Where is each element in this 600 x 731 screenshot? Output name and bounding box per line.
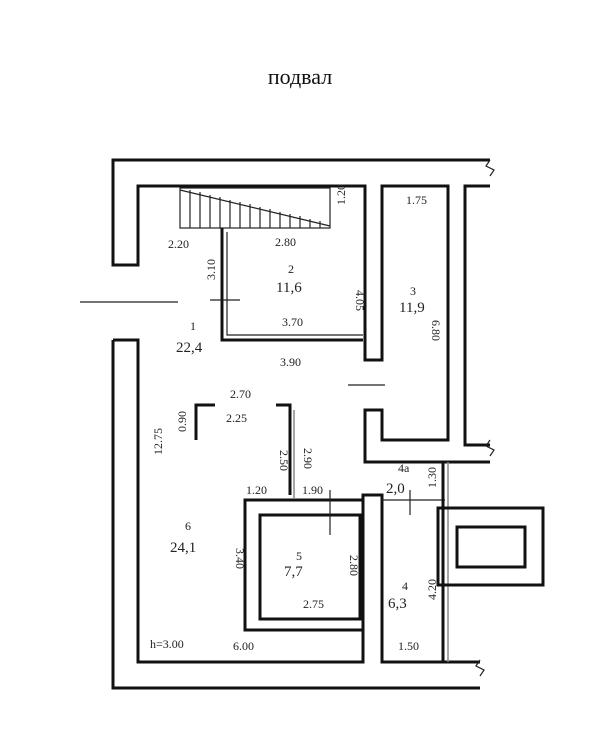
dim-room2-width: 3.70 (282, 315, 303, 329)
room-1-number: 1 (190, 319, 196, 333)
room-4a-area: 2,0 (386, 481, 405, 497)
dim-mid-b: 2.90 (301, 448, 315, 469)
room-6-number: 6 (185, 519, 191, 533)
dim-col-span: 2.70 (230, 387, 251, 401)
dim-room3-height: 6.80 (429, 320, 443, 341)
dim-stair-height: 1.20 (334, 184, 348, 205)
doors (80, 301, 385, 386)
dim-room5-top-right: 1.90 (302, 483, 323, 497)
room-labels: 1 22,4 2 11,6 3 11,9 4 6,3 5 7,7 6 24,1 … (170, 262, 425, 612)
dim-stair-right: 2.80 (275, 235, 296, 249)
dim-bottom-width: 6.00 (233, 639, 254, 653)
room-2-walls (210, 228, 363, 342)
stairs (179, 187, 331, 229)
room-4-number: 4 (402, 579, 408, 593)
columns (194, 403, 295, 498)
room-4a-number: 4a (398, 461, 410, 475)
dim-mid-a: 2.50 (277, 450, 291, 471)
dim-room5-bottom: 2.75 (303, 597, 324, 611)
room-3-number: 3 (410, 284, 416, 298)
room-2-area: 11,6 (276, 280, 302, 296)
dim-left-total: 12.75 (151, 428, 165, 455)
dim-room4a-height: 1.30 (425, 467, 439, 488)
room-1-area: 22,4 (176, 340, 203, 356)
dim-room3-top: 1.75 (406, 193, 427, 207)
dimension-labels: 2.20 2.80 1.20 3.10 3.70 4.05 3.90 1.75 … (150, 184, 443, 653)
dim-room1-bottom: 3.90 (280, 355, 301, 369)
dim-stair-left: 2.20 (168, 237, 189, 251)
dim-col-gap: 2.25 (226, 411, 247, 425)
dim-room5-top-left: 1.20 (246, 483, 267, 497)
chimney (436, 506, 545, 587)
dim-room4-height: 4.20 (425, 579, 439, 600)
room-3-area: 11,9 (399, 300, 425, 316)
dim-room2-height: 3.10 (204, 259, 218, 280)
room-4-walls (441, 462, 449, 662)
ceiling-height-label: h=3.00 (150, 637, 184, 651)
dim-room4-bottom: 1.50 (398, 639, 419, 653)
room-5-number: 5 (296, 549, 302, 563)
plan-title: подвал (267, 64, 333, 89)
room-4-area: 6,3 (388, 596, 407, 612)
dim-room2-right: 4.05 (353, 290, 367, 311)
room-5-walls (243, 490, 445, 632)
room-2-number: 2 (288, 262, 294, 276)
dim-room5-left: 3.40 (233, 548, 247, 569)
dim-col-height: 0.90 (175, 411, 189, 432)
dim-room5-right: 2.80 (347, 555, 361, 576)
room-6-area: 24,1 (170, 540, 196, 556)
room-5-area: 7,7 (284, 564, 303, 580)
